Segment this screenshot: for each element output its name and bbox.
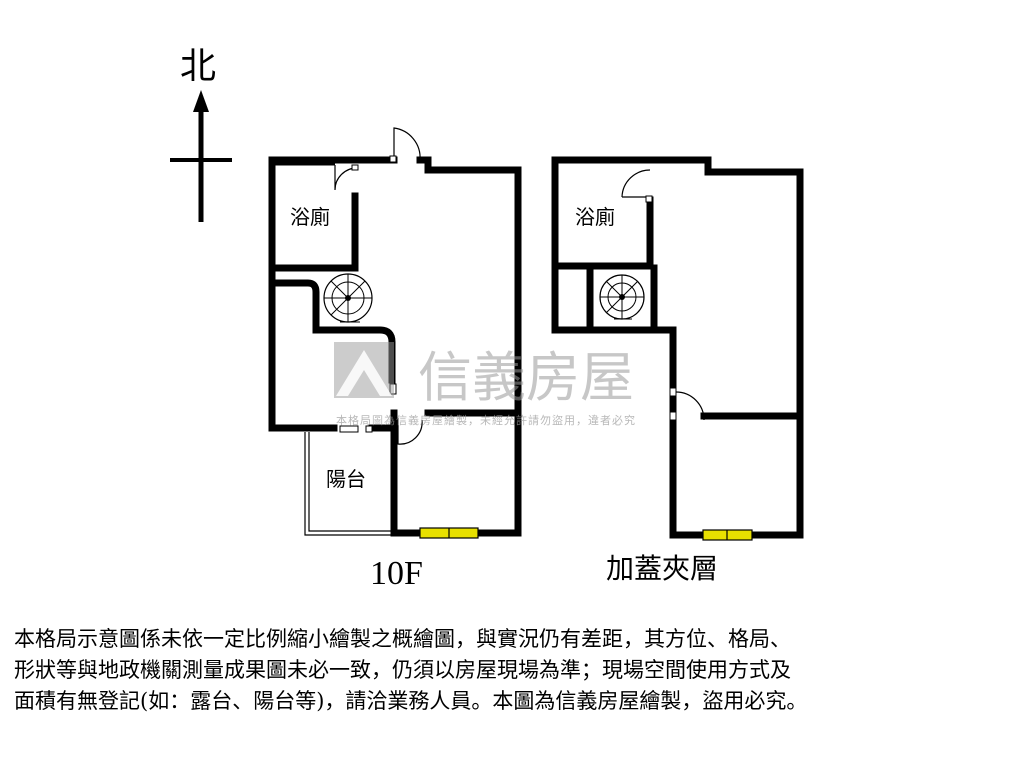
- bath-label-10f: 浴廁: [290, 205, 330, 229]
- door-jamb: [365, 425, 373, 433]
- balcony-door-icon: [339, 425, 359, 433]
- north-arrow-icon: [193, 90, 209, 112]
- door-jamb: [389, 155, 397, 163]
- spiral-stair-icon: [599, 274, 645, 320]
- disclaimer-text: 本格局示意圖係未依一定比例縮小繪製之概繪圖，與實況仍有差距，其方位、格局、 形狀…: [14, 624, 1014, 717]
- spiral-stair-icon: [323, 273, 373, 323]
- floor-label-10f: 10F: [370, 555, 423, 592]
- door-jamb: [351, 164, 359, 171]
- watermark: 信義房屋 本格局圖為信義房屋繪製，未經允許請勿盜用，違者必究: [334, 342, 636, 427]
- compass: 北: [170, 46, 232, 222]
- disclaimer-line: 面積有無登記(如：露台、陽台等)，請洽業務人員。本圖為信義房屋繪製，盜用必究。: [14, 689, 808, 713]
- house-logo-icon: [334, 342, 394, 398]
- north-label: 北: [180, 46, 216, 87]
- inner-door-icon: [397, 418, 423, 445]
- door-jamb: [669, 411, 677, 421]
- floor-label-mezzanine: 加蓋夾層: [606, 552, 718, 585]
- floor-plan-diagram: 北: [170, 46, 804, 592]
- door-jamb: [669, 387, 677, 397]
- watermark-notice: 本格局圖為信義房屋繪製，未經允許請勿盜用，違者必究: [336, 413, 636, 427]
- disclaimer-line: 本格局示意圖係未依一定比例縮小繪製之概繪圖，與實況仍有差距，其方位、格局、: [14, 627, 791, 651]
- door-jamb: [645, 195, 653, 203]
- outer-wall-mezzanine: [551, 156, 804, 539]
- disclaimer-line: 形狀等與地政機關測量成果圖未必一致，仍須以房屋現場為準；現場空間使用方式及: [14, 658, 791, 682]
- bath-door-icon: [621, 169, 651, 198]
- entrance-door-icon: [393, 127, 421, 161]
- stair-wall-mezzanine: [586, 264, 658, 334]
- watermark-brand: 信義房屋: [418, 346, 634, 409]
- bathroom-wall-10f: [268, 192, 359, 272]
- inner-door-icon: [675, 391, 705, 421]
- stair-wall-10f: [268, 279, 396, 384]
- floor-plan-10f: 浴廁 陽台 10F: [268, 127, 522, 592]
- balcony-label-10f: 陽台: [326, 467, 366, 491]
- floor-plan-mezzanine: 浴廁 加蓋夾層: [551, 156, 804, 585]
- balcony-outline: [304, 432, 391, 536]
- bath-label-mezzanine: 浴廁: [575, 205, 615, 229]
- interior-wall-10f: [390, 409, 522, 537]
